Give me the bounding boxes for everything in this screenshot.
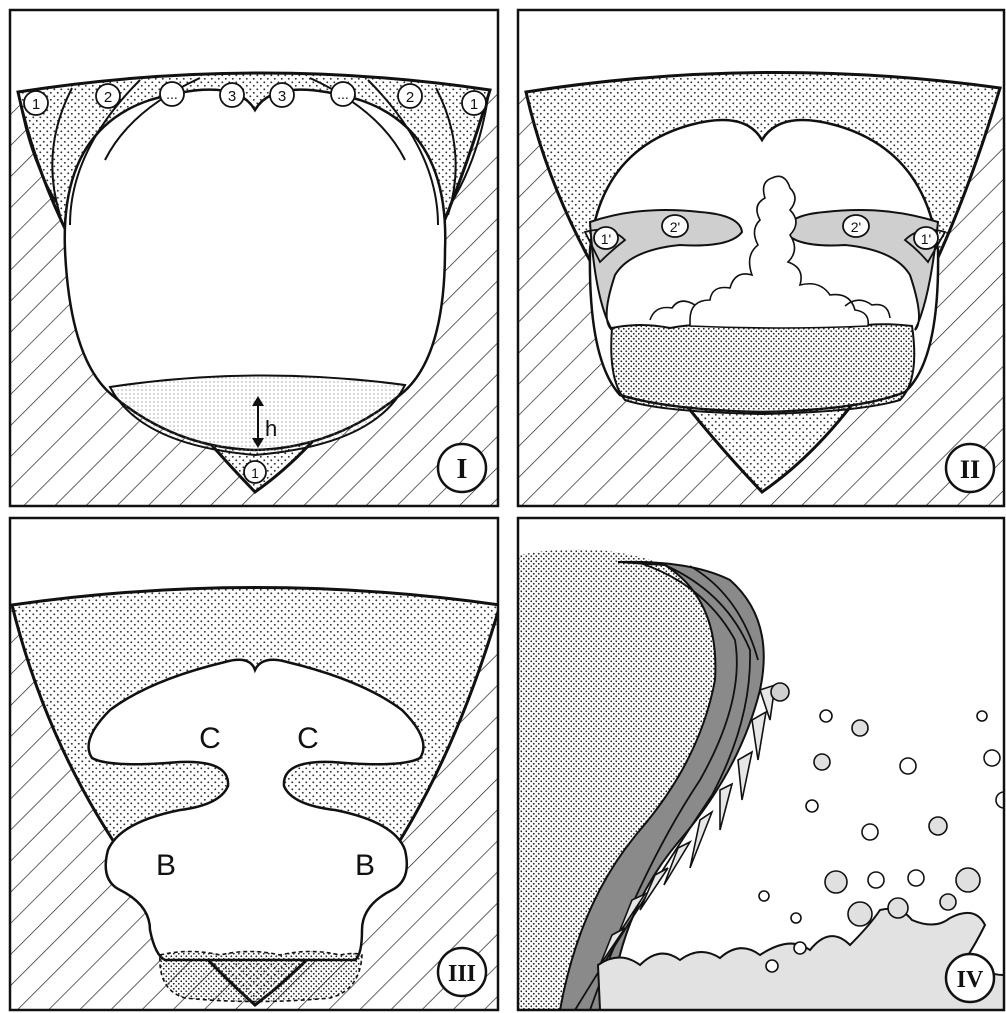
layer-label-left-3: ... xyxy=(166,86,178,102)
crust-label-c-left: C xyxy=(199,722,221,755)
panel-4-roman: IV xyxy=(957,967,984,993)
panel-4 xyxy=(518,518,1006,1010)
crust-label-right-2: 1' xyxy=(921,231,931,247)
crust-label-left-2: 2' xyxy=(670,219,680,235)
layer-label-left-2: 2 xyxy=(104,89,112,106)
height-label: h xyxy=(265,416,277,441)
panel-1: h xyxy=(10,10,498,506)
layer-label-right-3: 2 xyxy=(406,89,414,106)
bottom-layer-label: 1 xyxy=(251,465,259,481)
crust-label-left-1: 1' xyxy=(601,231,611,247)
crust-label-b-left: B xyxy=(156,849,176,882)
layer-label-left-4: 3 xyxy=(228,88,236,105)
layer-label-right-1: 3 xyxy=(278,88,286,105)
crust-label-right-1: 2' xyxy=(851,219,861,235)
panel-3-roman: III xyxy=(448,961,476,987)
crust-label-b-right: B xyxy=(355,849,375,882)
panel-4-labels: IV xyxy=(946,954,994,1002)
layer-label-left-1: 1 xyxy=(32,96,40,113)
panel-2 xyxy=(518,10,1004,506)
layer-label-right-2: ... xyxy=(337,86,349,102)
melt-pool-2 xyxy=(611,324,914,415)
layer-label-right-4: 1 xyxy=(470,96,478,113)
melt-pool-3 xyxy=(160,952,362,1002)
crust-label-c-right: C xyxy=(297,722,319,755)
panel-1-roman: I xyxy=(457,454,468,485)
panel-3 xyxy=(10,518,500,1010)
panel-2-roman: II xyxy=(960,455,980,484)
